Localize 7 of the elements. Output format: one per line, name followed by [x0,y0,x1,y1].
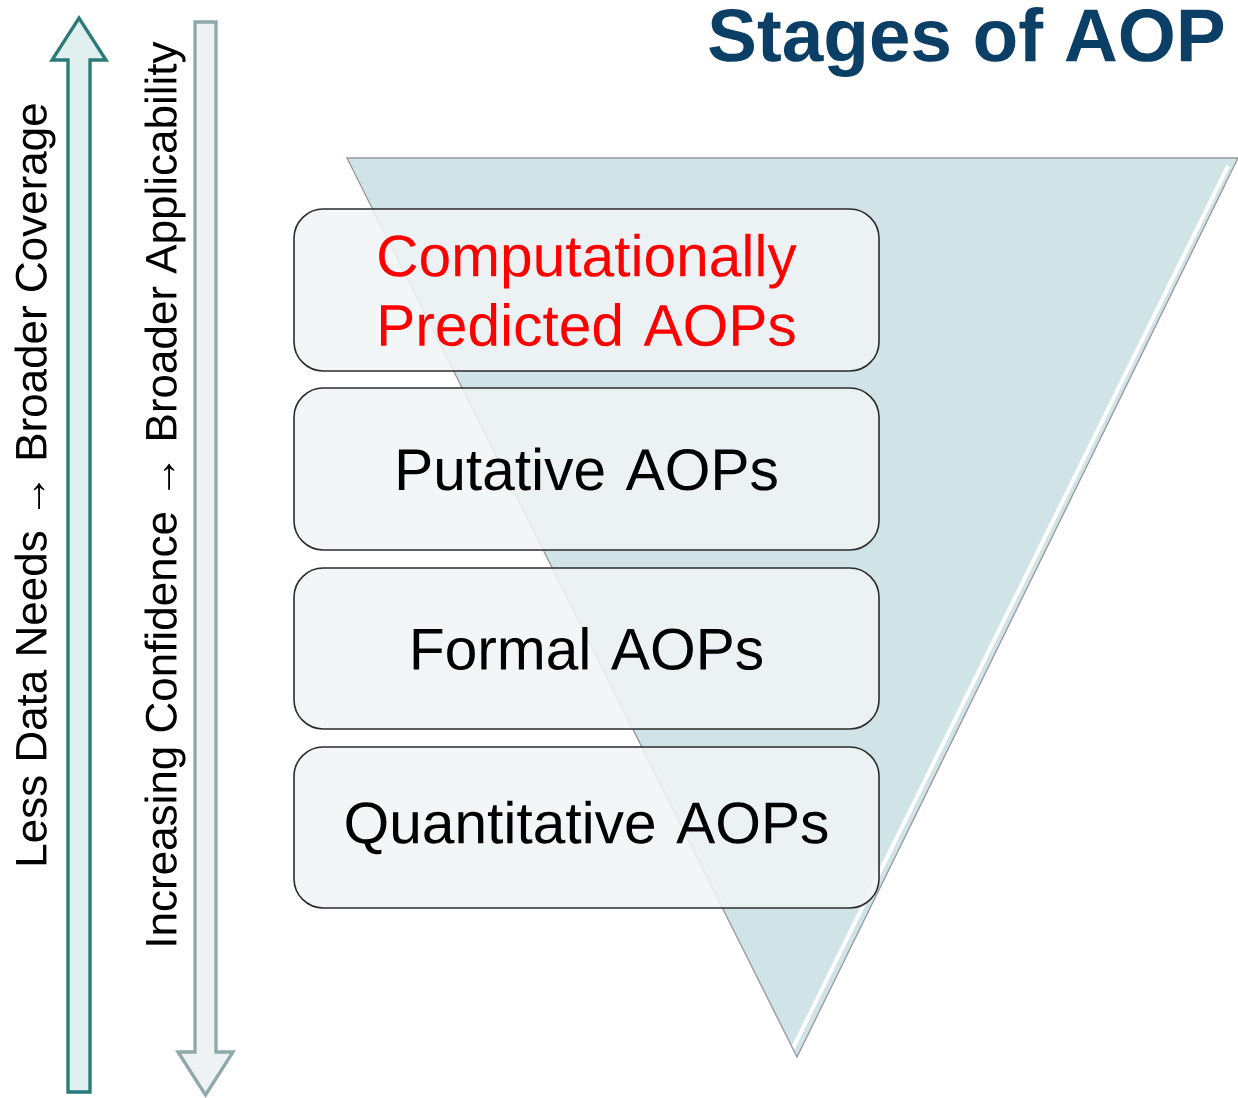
arrow-label: Increasing Confidence → Broader Applicability [144,41,186,945]
stage-box: Quantitative AOPs [293,746,880,909]
arrow-label: Less Data Needs → Broader Coverage [14,104,56,865]
title: Stages of AOP [709,7,1224,77]
stage-box: Putative AOPs [293,387,880,551]
stage-box: Formal AOPs [293,567,880,730]
stage-box: Computationally Predicted AOPs [293,208,880,372]
